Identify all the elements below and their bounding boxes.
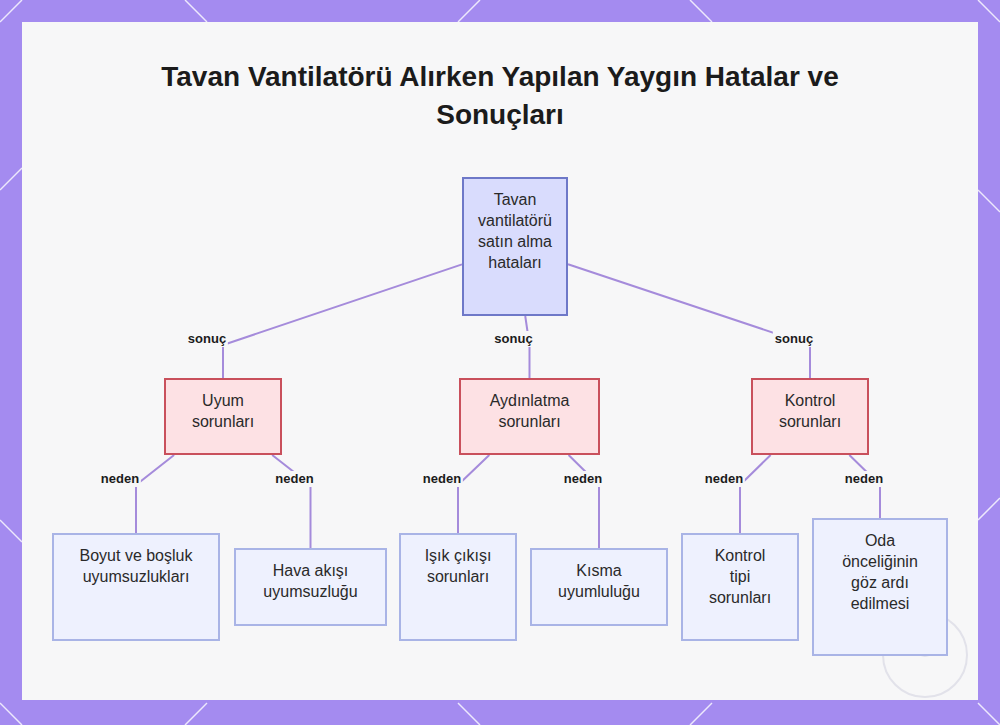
- edge-label: neden: [703, 471, 745, 487]
- connector-line: [525, 316, 529, 378]
- cause-box: Kontrol tipi sorunları: [681, 533, 799, 641]
- category-box: Kontrol sorunları: [751, 378, 869, 455]
- edge-label: sonuç: [492, 331, 534, 347]
- node-text: Uyum sorunları: [183, 390, 263, 432]
- cause-box: Oda önceliğinin göz ardı edilmesi: [812, 518, 948, 656]
- connector-line: [458, 455, 489, 533]
- cause-box: Işık çıkışı sorunları: [399, 533, 517, 641]
- edge-label: neden: [273, 471, 315, 487]
- node-text: Işık çıkışı sorunları: [408, 545, 508, 587]
- node-text: Hava akışı uyumsuzluğu: [251, 560, 371, 602]
- cause-box: Hava akışı uyumsuzluğu: [234, 548, 387, 626]
- connector-line: [740, 455, 771, 533]
- connector-line: [569, 455, 599, 548]
- connector-line: [272, 455, 310, 548]
- node-text: Kısma uyumluluğu: [544, 560, 654, 602]
- cause-box: Kısma uyumluluğu: [530, 548, 668, 626]
- connector-line: [568, 264, 810, 378]
- node-text: Oda önceliğinin göz ardı edilmesi: [833, 530, 928, 614]
- node-text: Kontrol tipi sorunları: [705, 545, 775, 608]
- node-text: Boyut ve boşluk uyumsuzlukları: [77, 545, 195, 587]
- node-text: Kontrol sorunları: [770, 390, 850, 432]
- edge-label: sonuç: [773, 331, 815, 347]
- edge-label: neden: [843, 471, 885, 487]
- category-box: Uyum sorunları: [164, 378, 282, 455]
- edge-label: neden: [562, 471, 604, 487]
- connector-line: [136, 455, 174, 533]
- cause-box: Boyut ve boşluk uyumsuzlukları: [52, 533, 220, 641]
- diagram-title: Tavan Vantilatörü Alırken Yapılan Yaygın…: [150, 58, 850, 134]
- root-box: Tavan vantilatörü satın alma hataları: [462, 177, 568, 316]
- edge-label: neden: [421, 471, 463, 487]
- node-text: Aydınlatma sorunları: [475, 390, 585, 432]
- node-text: Tavan vantilatörü satın alma hataları: [470, 189, 560, 273]
- connector-line: [223, 264, 462, 378]
- category-box: Aydınlatma sorunları: [459, 378, 600, 455]
- edge-label: sonuç: [186, 331, 228, 347]
- edge-label: neden: [99, 471, 141, 487]
